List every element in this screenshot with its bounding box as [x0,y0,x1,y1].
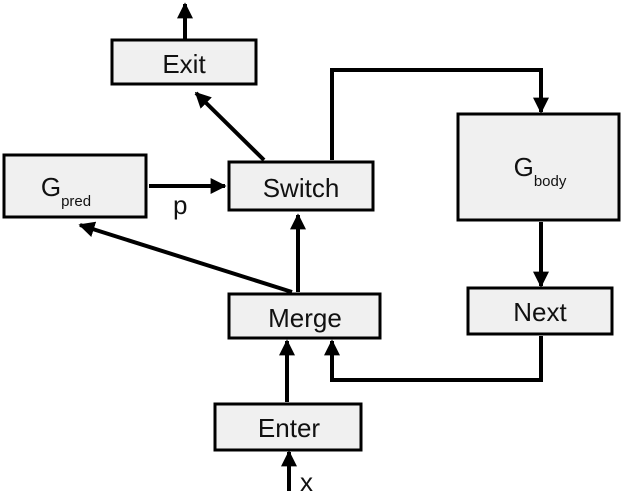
edge-label-p: p [173,190,187,220]
node-g-body-sub: body [534,173,567,190]
node-g-body: Gbody [456,112,621,222]
node-g-pred-label: Gpred [41,172,91,210]
node-merge-label: Merge [268,303,342,333]
edges [78,2,549,491]
edge-switch-to-exit [194,91,266,162]
node-next-label: Next [513,297,567,327]
node-g-pred-sub: pred [61,193,91,210]
node-g-pred-base: G [41,172,61,202]
edge-next-to-merge [324,336,543,382]
edge-switch-to-gbody [330,68,549,160]
node-g-body-base: G [514,152,534,182]
edge-merge-to-gpred [78,221,293,294]
node-merge: Merge [227,292,382,340]
node-switch-label: Switch [263,173,340,203]
node-exit: Exit [110,38,258,86]
node-next: Next [466,286,614,336]
node-enter: Enter [213,402,363,452]
edge-label-x: x [300,467,313,493]
node-g-body-label: Gbody [514,152,567,190]
node-g-pred: Gpred [2,153,148,219]
node-exit-label: Exit [162,49,206,79]
node-switch: Switch [227,160,375,212]
node-enter-label: Enter [258,413,320,443]
